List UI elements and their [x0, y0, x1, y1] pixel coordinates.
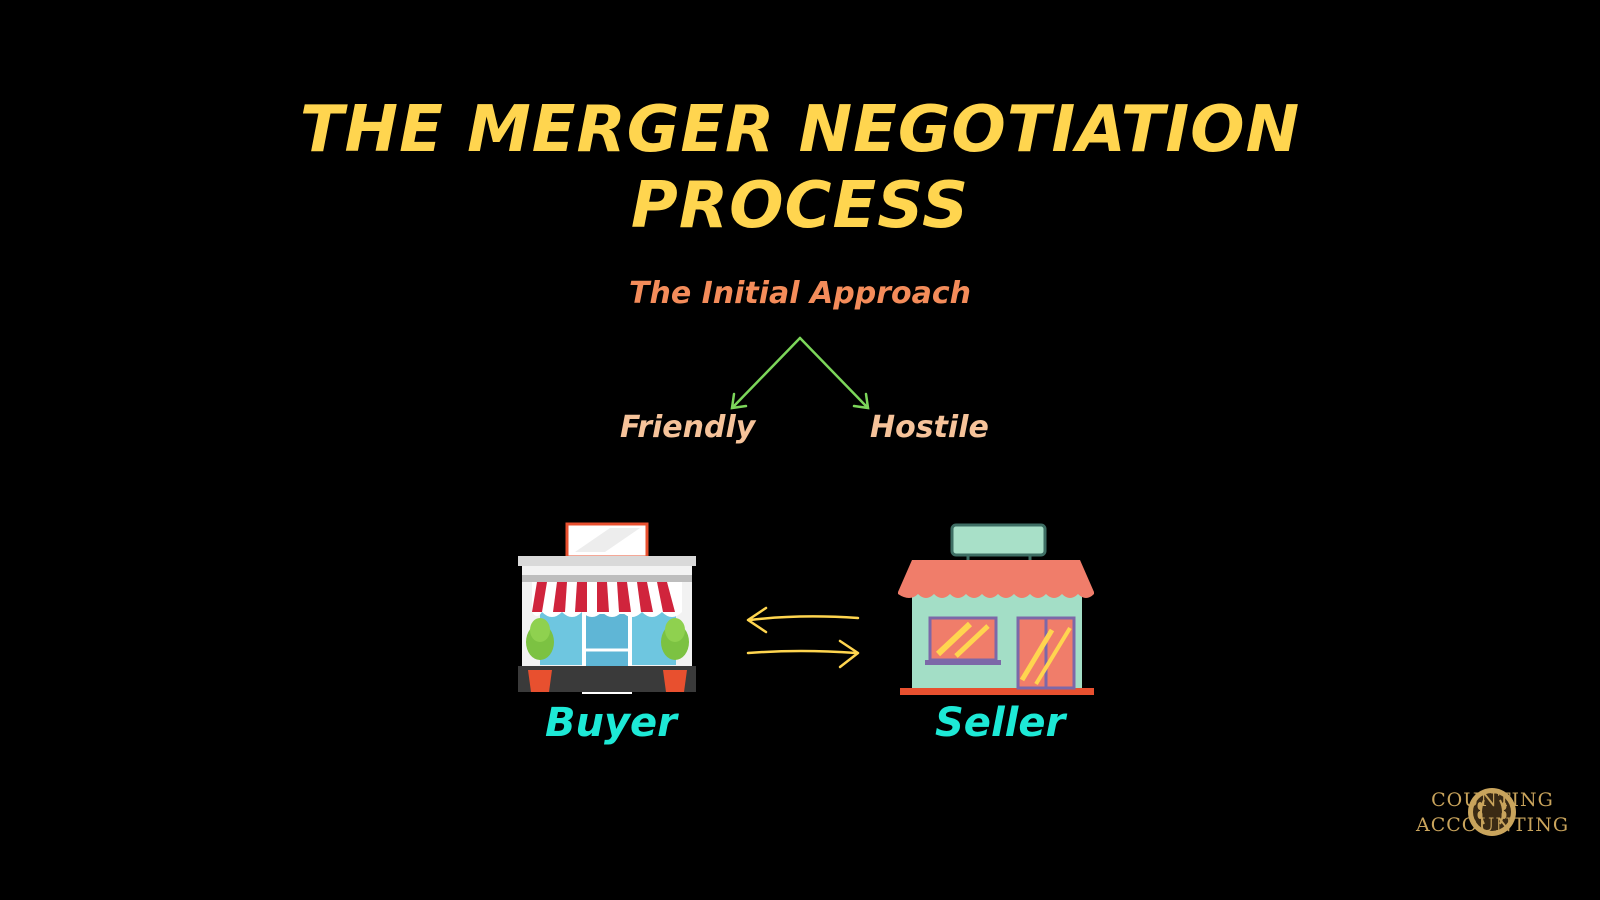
brand-line-2: ACCOUNTING: [1405, 813, 1580, 838]
brand-line-1: COUNTING: [1405, 788, 1580, 813]
brand-name: COUNTING ACCOUNTING: [1405, 788, 1580, 838]
